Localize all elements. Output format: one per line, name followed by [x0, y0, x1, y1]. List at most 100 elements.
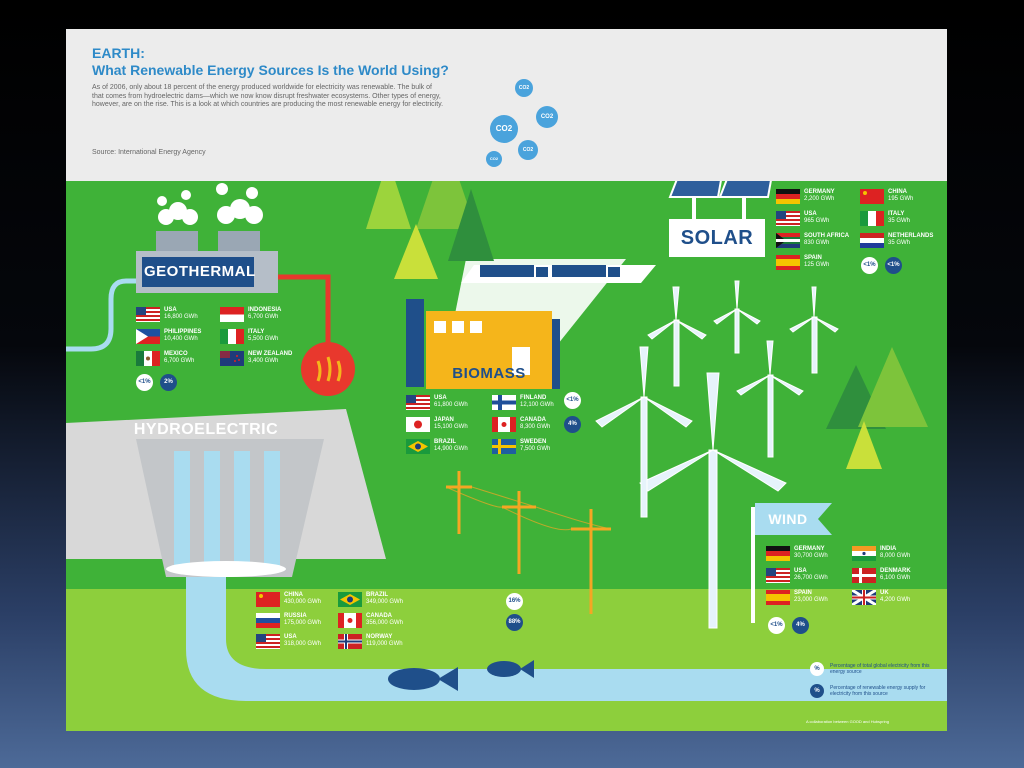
flag-icon-ca: [492, 417, 516, 432]
country-value: 16,800 GWh: [164, 314, 198, 320]
intro-text: As of 2006, only about 18 percent of the…: [92, 84, 444, 109]
country-name: BRAZIL: [434, 439, 456, 445]
geothermal-pct-global: <1%: [136, 374, 153, 391]
solar-pct-renewable: <1%: [885, 257, 902, 274]
biomass-chimney: [406, 299, 424, 387]
country-value: 35 GWh: [888, 218, 911, 224]
geothermal-sign: GEOTHERMAL: [144, 263, 256, 280]
country-value: 6,700 GWh: [248, 314, 279, 320]
country-name: PHILIPPINES: [164, 329, 202, 335]
flag-icon-de: [766, 546, 790, 561]
solar-pct-global: <1%: [861, 257, 878, 274]
country-name: GERMANY: [794, 546, 825, 552]
country-name: CHINA: [888, 189, 907, 195]
hydro-dam-face: [136, 439, 324, 577]
country-value: 3,400 GWh: [248, 358, 279, 364]
co2-bubble: CO2: [536, 106, 558, 128]
country-value: 965 GWh: [804, 218, 830, 224]
country-name: INDONESIA: [248, 307, 282, 313]
geothermal-cooling-tower: [156, 231, 198, 253]
hydroelectric-pct-global: 16%: [506, 593, 523, 610]
geothermal-heat-pipe: [278, 274, 331, 349]
co2-bubble: CO2: [515, 79, 533, 97]
flag-icon-us: [256, 634, 280, 649]
country-value: 23,000 GWh: [794, 597, 828, 603]
country-value: 125 GWh: [804, 262, 830, 268]
flag-icon-cn: [256, 592, 280, 607]
country-value: 318,000 GWh: [284, 641, 322, 647]
country-value: 4,200 GWh: [880, 597, 911, 603]
country-value: 14,900 GWh: [434, 446, 468, 452]
source-line: Source: International Energy Agency: [92, 149, 206, 156]
flag-icon-it: [860, 211, 884, 226]
header-panel: [66, 29, 947, 181]
footer-credit: A collaboration between GOOD and Hubspri…: [806, 719, 889, 724]
country-name: USA: [794, 568, 807, 574]
infographic-poster: EARTH: What Renewable Energy Sources Is …: [66, 29, 947, 731]
title-line-1: EARTH:: [92, 45, 145, 61]
country-name: SOUTH AFRICA: [804, 233, 850, 239]
hydro-waterfall: [174, 451, 190, 571]
flag-icon-ca: [338, 613, 362, 628]
country-value: 15,100 GWh: [434, 424, 468, 430]
wind-turbines: [595, 280, 839, 629]
country-name: USA: [804, 211, 817, 217]
country-name: INDIA: [880, 546, 897, 552]
flag-icon-ru: [256, 613, 280, 628]
geothermal-cooling-tower: [218, 231, 260, 253]
country-value: 119,000 GWh: [366, 641, 403, 647]
country-value: 5,500 GWh: [248, 336, 279, 342]
country-name: ITALY: [888, 211, 905, 217]
flag-icon-us: [766, 568, 790, 583]
country-name: SPAIN: [804, 255, 822, 261]
country-value: 7,500 GWh: [520, 446, 551, 452]
flag-icon-jp: [406, 417, 430, 432]
country-name: ITALY: [248, 329, 265, 335]
country-value: 6,700 GWh: [164, 358, 195, 364]
country-name: NEW ZEALAND: [248, 351, 293, 357]
flag-icon-za: [776, 233, 800, 248]
hydroelectric-pct-renewable: 88%: [506, 614, 523, 631]
country-value: 6,100 GWh: [880, 575, 911, 581]
power-lines: [446, 471, 611, 614]
flag-icon-in: [852, 546, 876, 561]
flag-icon-us: [776, 211, 800, 226]
flag-icon-es: [776, 255, 800, 270]
title-line-2: What Renewable Energy Sources Is the Wor…: [92, 62, 449, 78]
country-name: JAPAN: [434, 417, 454, 423]
flag-icon-se: [492, 439, 516, 454]
flag-icon-fi: [492, 395, 516, 410]
country-name: CANADA: [520, 417, 546, 423]
country-value: 10,400 GWh: [164, 336, 198, 342]
wind-sign: WIND: [768, 511, 808, 527]
country-name: CHINA: [284, 592, 303, 598]
legend-navy-text: Percentage of renewable energy supply fo…: [830, 685, 926, 697]
flag-icon-br: [338, 592, 362, 607]
hydroelectric-sign: HYDROELECTRIC: [133, 421, 279, 438]
flag-icon-no: [338, 634, 362, 649]
geothermal-water-pipe: [66, 278, 144, 352]
country-value: 8,300 GWh: [520, 424, 551, 430]
biomass-sign: BIOMASS: [452, 365, 526, 382]
country-name: SPAIN: [794, 590, 812, 596]
flag-icon-de: [776, 189, 800, 204]
country-name: USA: [284, 634, 297, 640]
co2-bubble: CO2: [518, 140, 538, 160]
flag-icon-it: [220, 329, 244, 344]
river: [186, 577, 947, 701]
country-value: 35 GWh: [888, 240, 911, 246]
country-name: USA: [434, 395, 447, 401]
flag-icon-us: [136, 307, 160, 322]
country-value: 12,100 GWh: [520, 402, 554, 408]
biomass-pct-renewable: 4%: [564, 416, 581, 433]
country-name: CANADA: [366, 613, 392, 619]
country-name: UK: [880, 590, 889, 596]
country-name: NETHERLANDS: [888, 233, 934, 239]
flag-icon-dk: [852, 568, 876, 583]
country-value: 356,000 GWh: [366, 620, 404, 626]
biomass-trucks: [480, 265, 620, 277]
country-value: 830 GWh: [804, 240, 830, 246]
flag-icon-nl: [860, 233, 884, 248]
country-name: RUSSIA: [284, 613, 307, 619]
flag-icon-cn: [860, 189, 884, 204]
